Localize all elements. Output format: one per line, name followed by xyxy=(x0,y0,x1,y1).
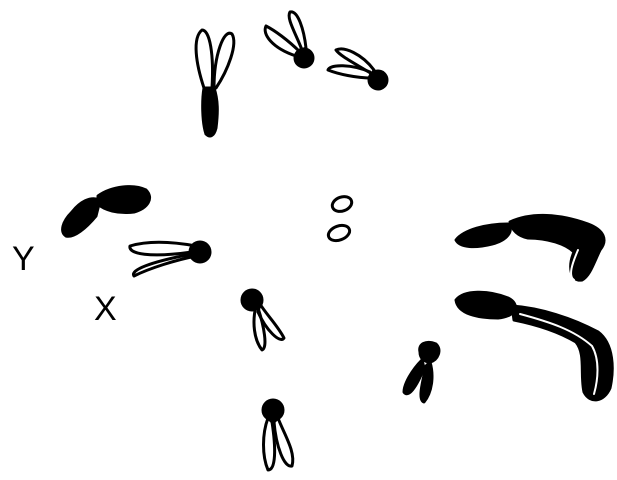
chromosome-middle-down xyxy=(242,290,284,350)
chromosome-bottom xyxy=(263,400,293,470)
chromosome-top-vertical xyxy=(196,30,234,136)
label-x: X xyxy=(94,292,117,326)
label-y: Y xyxy=(12,242,35,276)
chromosome-left-large xyxy=(63,187,150,237)
chromosome-right-small xyxy=(404,342,439,402)
chromosome-right-upper xyxy=(456,215,604,280)
chromosome-top-b xyxy=(328,49,387,89)
chromosome-small-ovals xyxy=(326,194,354,243)
chromosome-right-lower xyxy=(456,292,612,400)
chromosome-top-a xyxy=(265,12,313,67)
chromosome-center-left xyxy=(130,242,210,276)
